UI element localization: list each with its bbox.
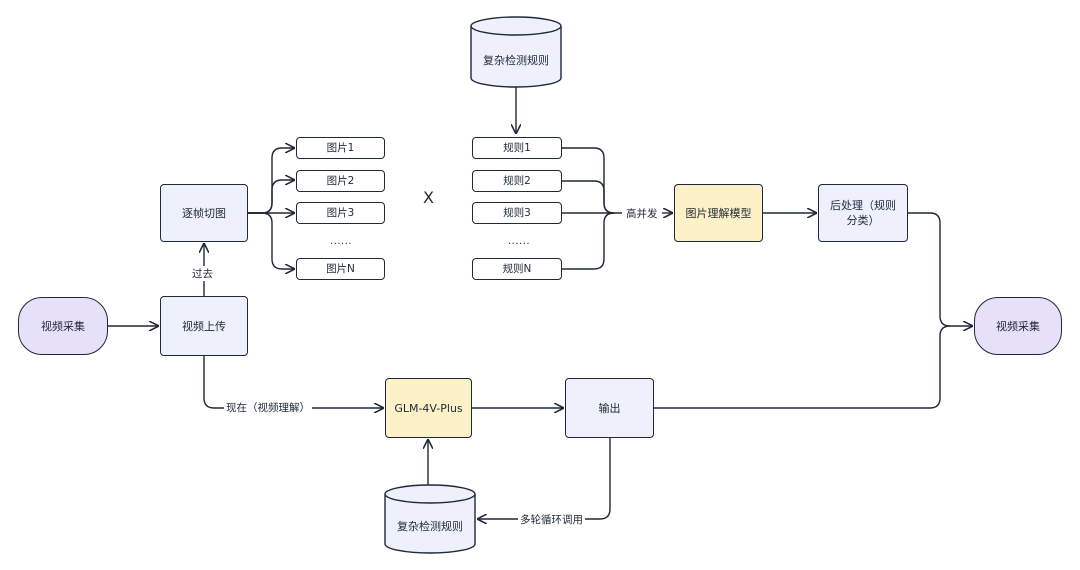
image-box-n: 图片N — [296, 258, 385, 280]
edge-output-rulesdb — [478, 438, 611, 519]
frame-cut-box: 逐帧切图 — [160, 184, 248, 242]
rule-box-1: 规则1 — [472, 137, 562, 159]
rules-database-bottom: 复杂检测规则 — [384, 484, 476, 554]
database-icon — [470, 16, 562, 88]
glm-4v-plus-box: GLM-4V-Plus — [385, 378, 472, 438]
post-process-box: 后处理（规则分类） — [818, 184, 908, 242]
image-ellipsis: ...... — [330, 236, 353, 247]
video-collect-end: 视频采集 — [974, 297, 1062, 355]
edge-framecut-imgN — [248, 212, 294, 269]
database-icon — [384, 484, 476, 554]
edge-upload-glm — [203, 356, 383, 408]
edge-label-now: 现在（视频理解） — [224, 400, 312, 415]
edge-post-collect — [908, 212, 972, 326]
rules-database-top-label: 复杂检测规则 — [483, 54, 549, 67]
edge-label-past: 过去 — [190, 266, 215, 281]
image-box-3: 图片3 — [296, 202, 385, 224]
video-collect-start: 视频采集 — [18, 297, 108, 355]
edge-label-multi-round: 多轮循环调用 — [518, 512, 585, 527]
rule-box-n: 规则N — [472, 258, 562, 280]
video-upload-box: 视频上传 — [160, 296, 248, 356]
edge-rule2-merge — [562, 180, 615, 214]
edge-ruleN-merge — [562, 212, 615, 270]
rules-database-top: 复杂检测规则 — [470, 16, 562, 88]
output-box: 输出 — [565, 378, 654, 438]
rule-box-3: 规则3 — [472, 202, 562, 224]
rule-box-2: 规则2 — [472, 170, 562, 192]
rules-database-bottom-label: 复杂检测规则 — [397, 520, 463, 533]
cross-product-symbol: X — [423, 188, 434, 207]
edge-framecut-img2 — [248, 180, 294, 214]
edge-label-high-concurrency: 高并发 — [624, 206, 660, 221]
image-box-1: 图片1 — [296, 137, 385, 159]
image-box-2: 图片2 — [296, 170, 385, 192]
rule-ellipsis: ...... — [508, 236, 531, 247]
edge-output-collect — [654, 325, 951, 409]
image-model-box: 图片理解模型 — [674, 184, 763, 242]
